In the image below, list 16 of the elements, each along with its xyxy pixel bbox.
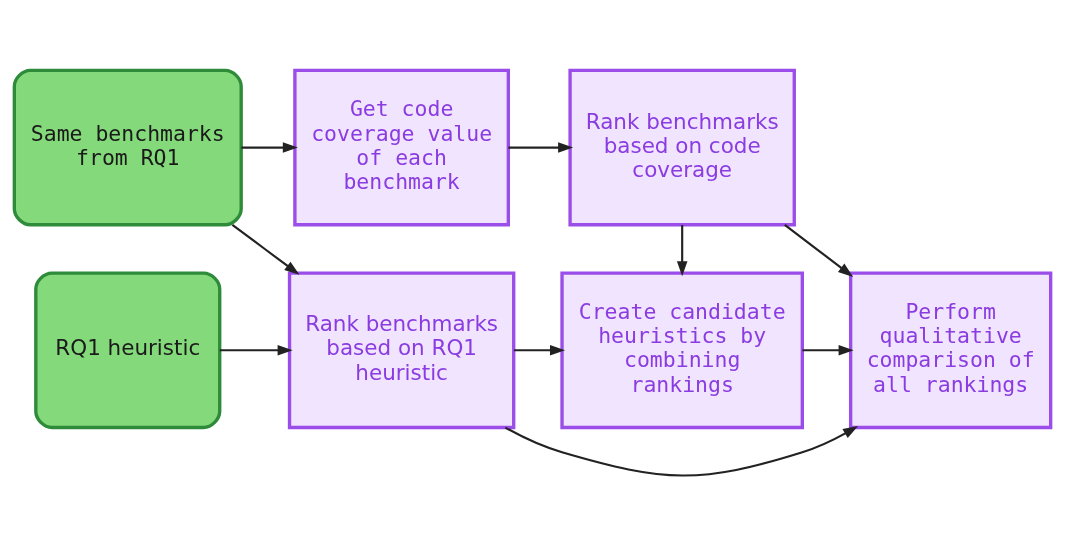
arrow — [508, 141, 574, 153]
arrow — [241, 141, 298, 153]
node-box: Rank benchmarks based on code coverage — [568, 68, 796, 226]
arrow — [513, 344, 566, 356]
node-box: Create candidate heuristics by combining rankings — [560, 270, 804, 429]
node-box: Perform qualitative comparison of all rankings — [848, 270, 1053, 429]
node-box: RQ1 heuristic — [34, 270, 222, 429]
arrow — [802, 344, 854, 356]
arrow — [676, 224, 688, 276]
node-box: Get code coverage value of each benchmark — [293, 68, 510, 226]
arrow — [219, 344, 293, 356]
arrow — [504, 425, 859, 477]
node-box: Same benchmarks from RQ1 — [12, 68, 243, 226]
arrow — [231, 223, 300, 275]
node-box: Rank benchmarks based on RQ1 heuristic — [287, 270, 516, 429]
arrow — [784, 223, 854, 277]
